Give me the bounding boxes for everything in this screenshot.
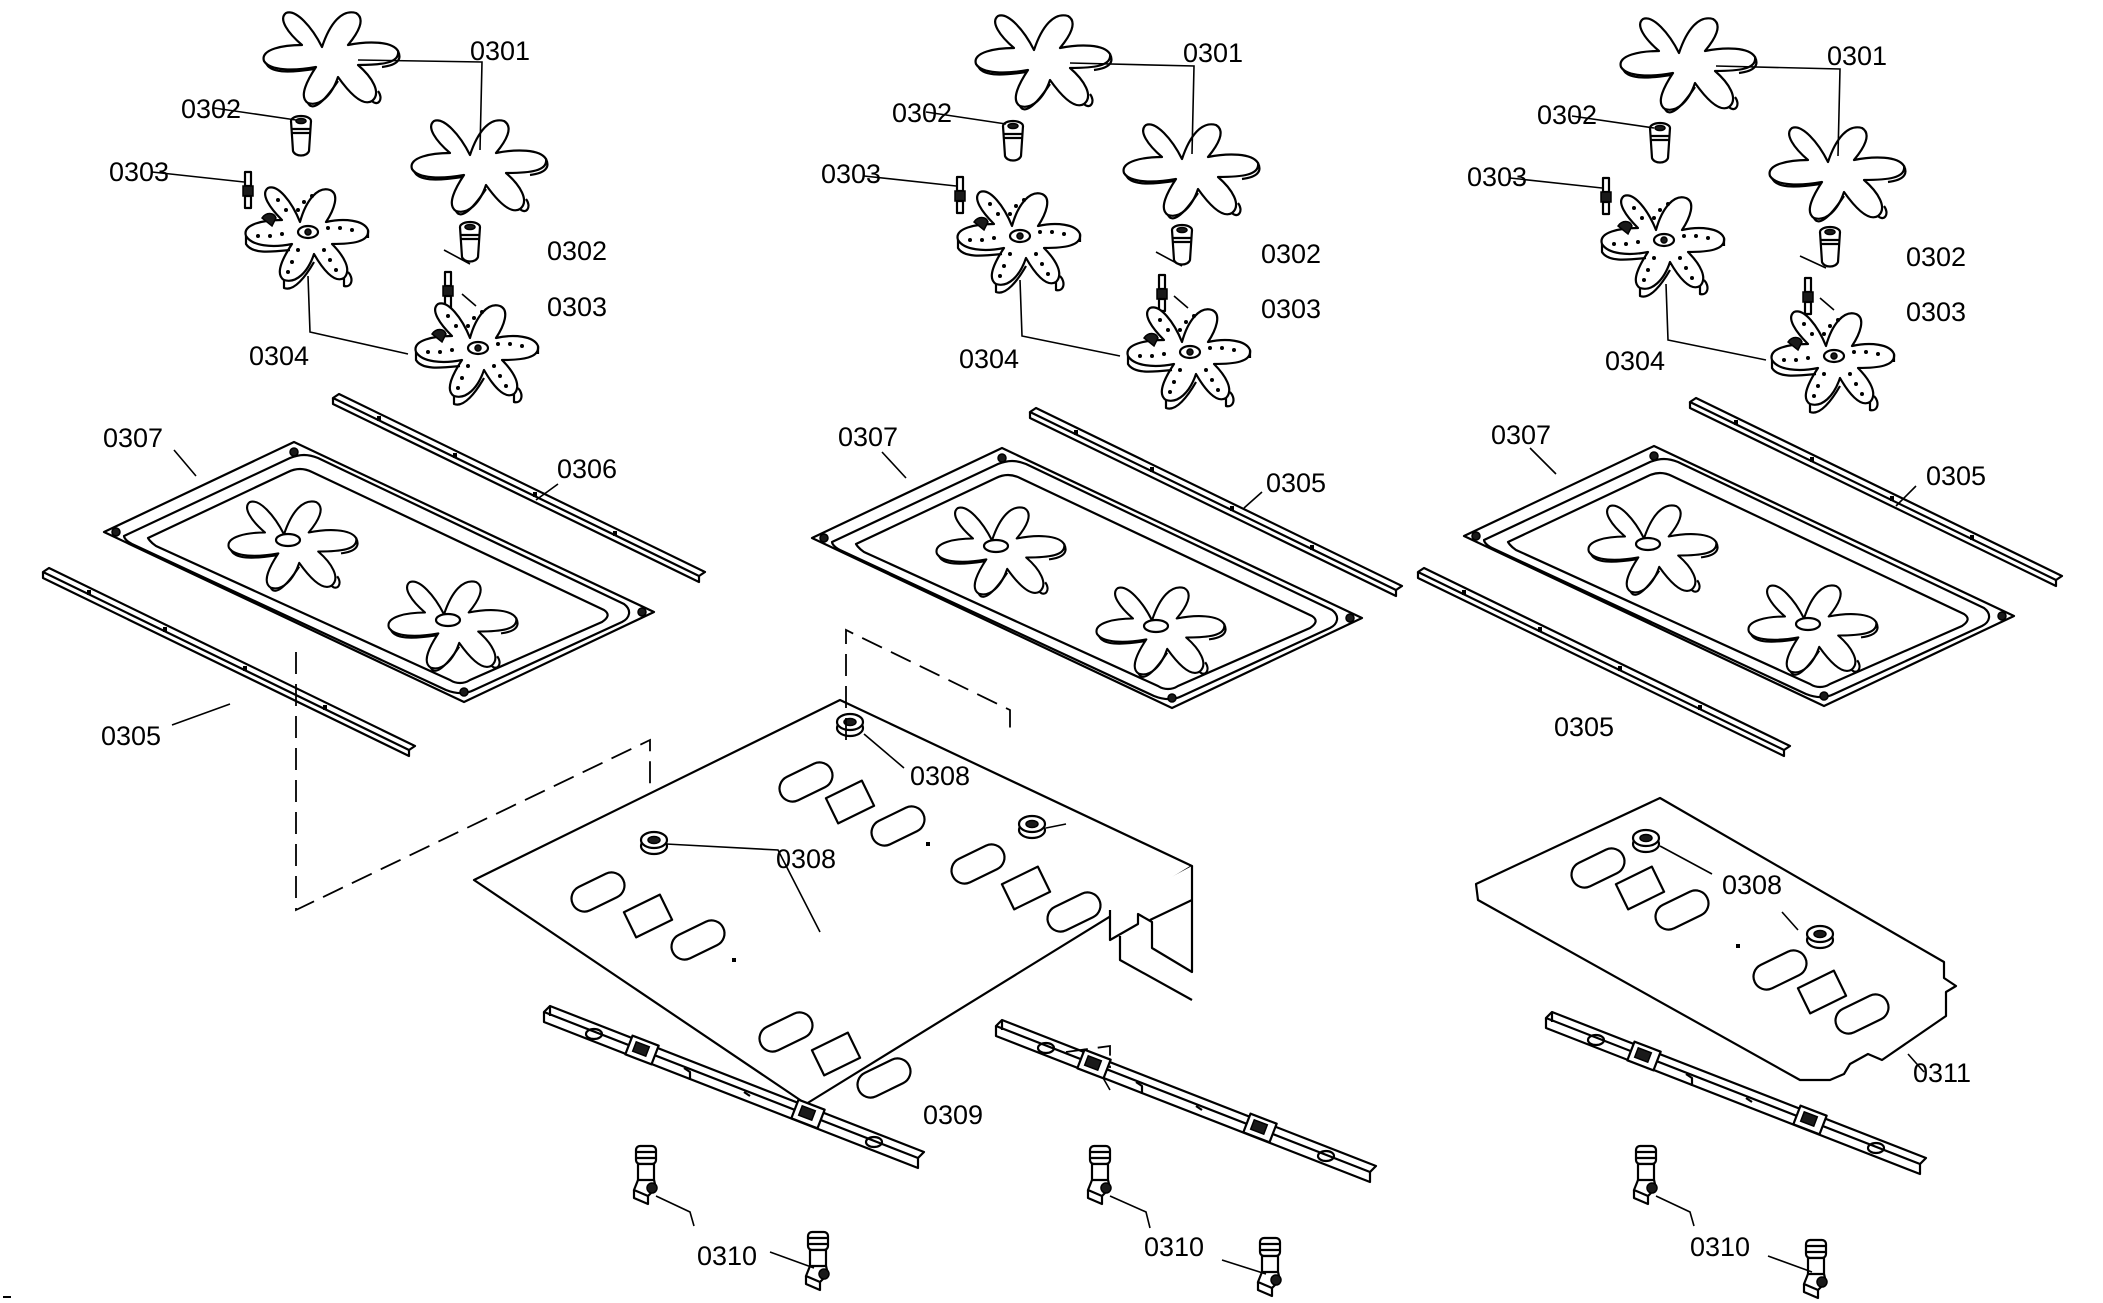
igniter-icon [1801, 276, 1815, 316]
burner-head-icon [1770, 310, 1896, 414]
label-0309: 0309 [923, 1100, 983, 1130]
label-0303: 0303 [1906, 297, 1966, 327]
grommet-icon [1017, 814, 1047, 840]
igniter-icon [241, 170, 255, 210]
label-0311: 0311 [1913, 1058, 1971, 1088]
label-0303: 0303 [1467, 162, 1527, 192]
valve-icon [1256, 1236, 1283, 1298]
label-0308: 0308 [1722, 870, 1782, 900]
label-0303: 0303 [1261, 294, 1321, 324]
valve-icon [804, 1230, 831, 1292]
label-0304: 0304 [1605, 346, 1665, 376]
label-0308: 0308 [910, 761, 970, 791]
burner-head-icon [414, 302, 540, 406]
label-0304: 0304 [959, 344, 1019, 374]
orifice-icon [1001, 119, 1025, 162]
burner-head-icon [1126, 306, 1252, 410]
label-0308: 0308 [776, 844, 836, 874]
valve-icon [1086, 1144, 1113, 1206]
burner-cap-icon [410, 119, 549, 216]
manifold-icon [994, 1018, 1378, 1184]
igniter-icon [1155, 273, 1169, 313]
label-0307: 0307 [838, 422, 898, 452]
valve-icon [1632, 1144, 1659, 1206]
burner-cap-icon [974, 14, 1113, 111]
label-0302: 0302 [1906, 242, 1966, 272]
label-0304: 0304 [249, 341, 309, 371]
label-0301: 0301 [1183, 38, 1243, 68]
label-0301: 0301 [1827, 41, 1887, 71]
burner-cap-icon [1122, 123, 1261, 220]
igniter-icon [953, 175, 967, 215]
label-0305: 0305 [1266, 468, 1326, 498]
label-0303: 0303 [821, 159, 881, 189]
assembly-left [41, 11, 707, 912]
orifice-icon [289, 114, 313, 157]
label-0306: 0306 [557, 454, 617, 484]
label-0303: 0303 [547, 292, 607, 322]
label-0302: 0302 [1537, 100, 1597, 130]
grommet-icon [1805, 924, 1835, 950]
burner-cap-icon [1619, 17, 1758, 114]
burner-head-icon [244, 186, 370, 290]
label-0307: 0307 [1491, 420, 1551, 450]
burner-head-icon [956, 190, 1082, 294]
igniter-icon [441, 270, 455, 310]
callout-labels: 0301 0302 0303 0302 0303 0304 0307 0306 … [101, 36, 1986, 1271]
corner-mark [3, 1296, 11, 1298]
label-0305: 0305 [101, 721, 161, 751]
igniter-icon [1599, 176, 1613, 216]
base-plate-icon [1474, 796, 1958, 1082]
base-plate-icon [472, 698, 1194, 1106]
assembly-center [472, 14, 1404, 1298]
burner-head-icon [1600, 194, 1726, 298]
grommet-icon [835, 712, 865, 738]
label-0310: 0310 [697, 1241, 757, 1271]
orifice-icon [1648, 121, 1672, 164]
burner-cap-icon [262, 11, 401, 108]
label-0307: 0307 [103, 423, 163, 453]
valve-icon [632, 1144, 659, 1206]
label-0305: 0305 [1926, 461, 1986, 491]
assembly-right [1416, 17, 2064, 1300]
label-0303: 0303 [109, 157, 169, 187]
grommet-icon [639, 830, 669, 856]
label-0302: 0302 [892, 98, 952, 128]
label-0310: 0310 [1690, 1232, 1750, 1262]
orifice-icon [1170, 223, 1194, 266]
orifice-icon [458, 220, 482, 263]
label-0301: 0301 [470, 36, 530, 66]
label-0302: 0302 [547, 236, 607, 266]
grommet-icon [1631, 828, 1661, 854]
valve-icon [1802, 1238, 1829, 1300]
orifice-icon [1818, 225, 1842, 268]
burner-cap-icon [1768, 126, 1907, 223]
label-0310: 0310 [1144, 1232, 1204, 1262]
label-0302: 0302 [1261, 239, 1321, 269]
label-0305: 0305 [1554, 712, 1614, 742]
label-0302: 0302 [181, 94, 241, 124]
